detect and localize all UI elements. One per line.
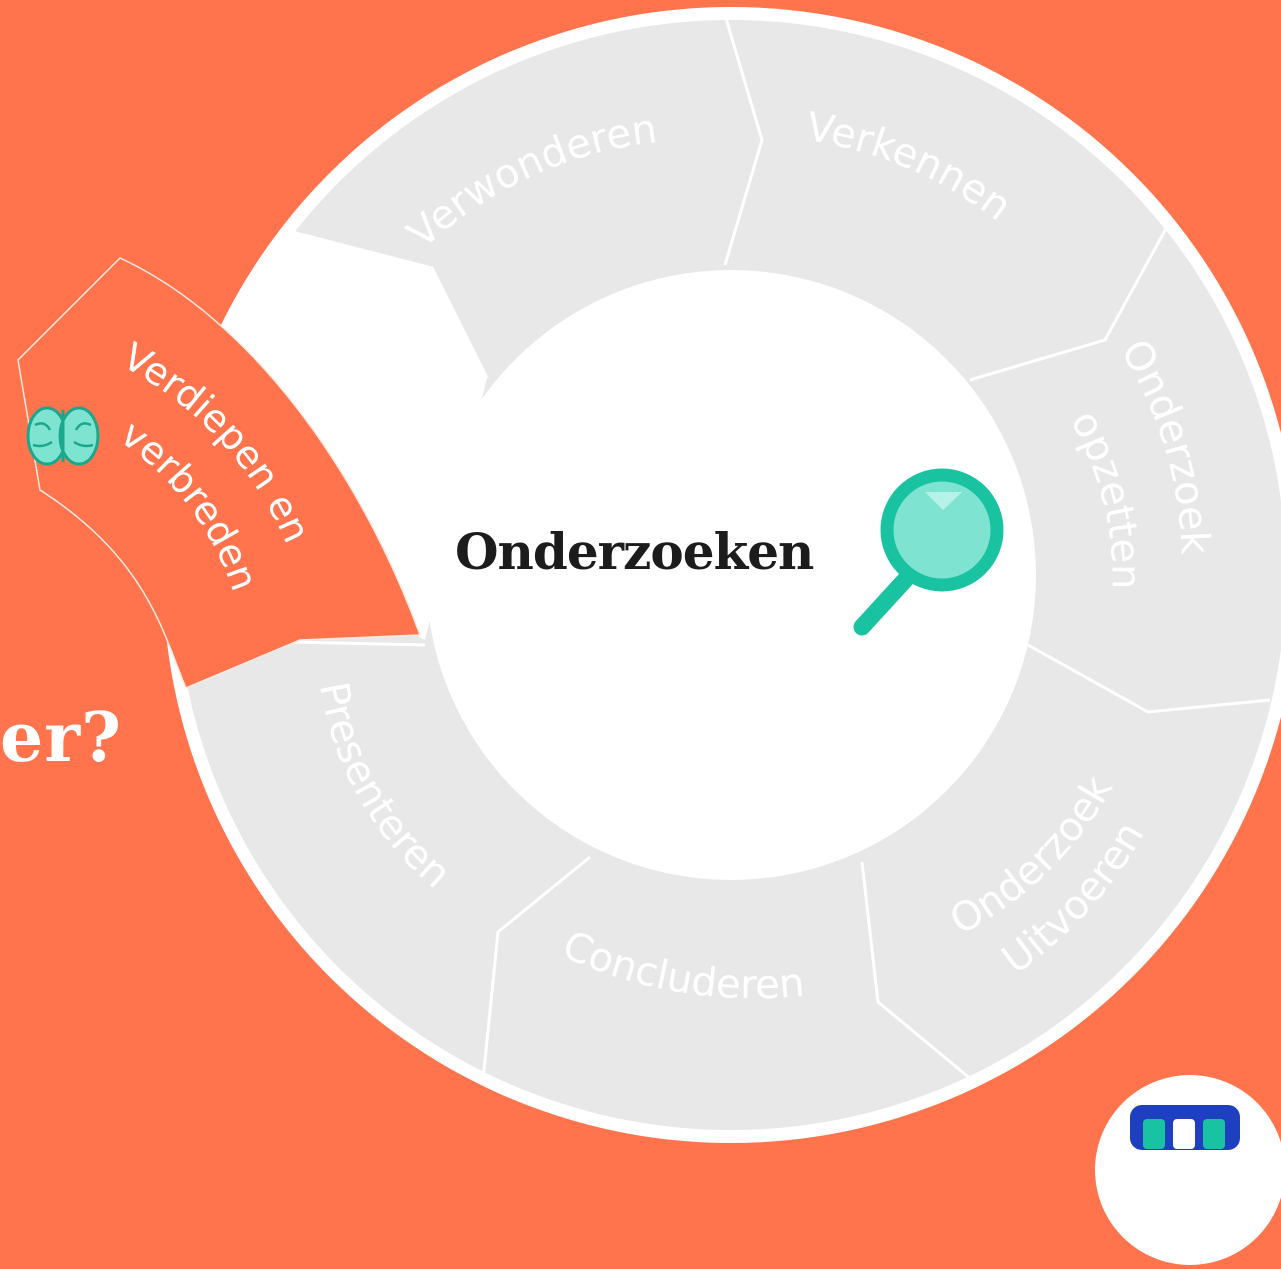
segment-verdiepen-verbreden[interactable]	[17, 257, 422, 689]
center-circle	[426, 270, 1036, 880]
brain-icon	[26, 406, 100, 466]
segment-gap	[225, 232, 487, 640]
cycle-diagram: Verwonderen Verkennen Onderzoek opzetten…	[17, 7, 1281, 1143]
center-title: Onderzoeken	[455, 522, 814, 581]
logo-mark-icon	[1130, 1105, 1240, 1150]
magnifier-icon	[853, 468, 1004, 636]
brand-logo[interactable]	[1095, 1075, 1281, 1265]
page-heading: er?	[0, 698, 122, 778]
